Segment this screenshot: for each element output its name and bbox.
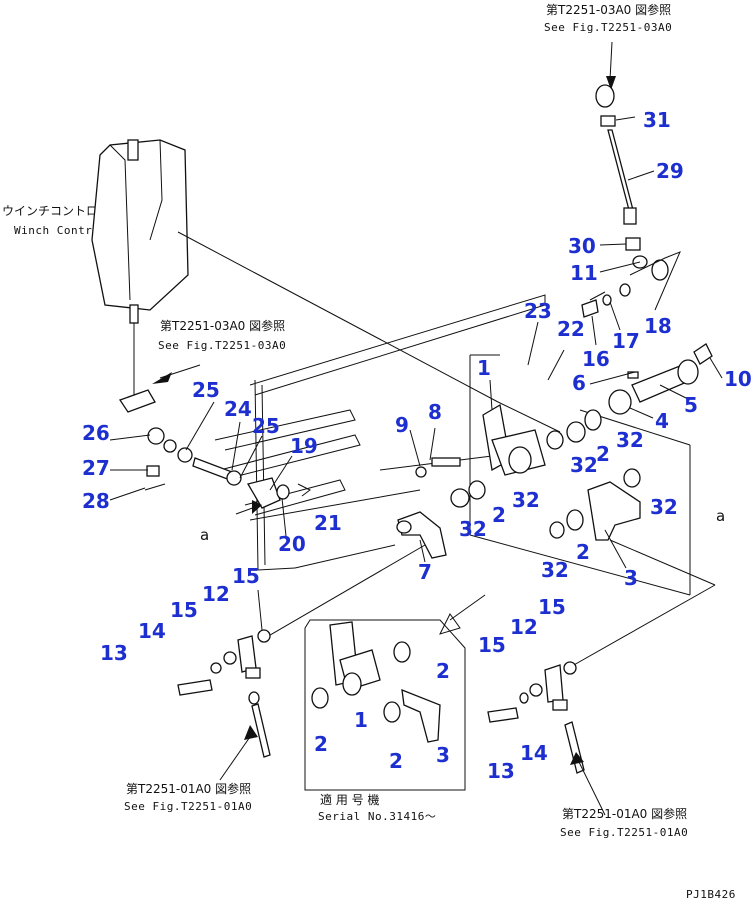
- callout-20: 20: [278, 532, 306, 556]
- callout-27: 27: [82, 456, 110, 480]
- callout-1a: 1: [477, 356, 491, 380]
- callout-30: 30: [568, 234, 596, 258]
- callout-13a: 13: [100, 641, 128, 665]
- callout-24: 24: [224, 397, 252, 421]
- callouts: 31 29 30 11 18 16 17 23 22 10 6 5 4 1 8 …: [82, 108, 752, 783]
- callout-16: 16: [582, 347, 610, 371]
- rear-shaft-assembly: [608, 343, 713, 415]
- serial-variant-inset: [304, 594, 486, 791]
- lower-right-linkage: [487, 661, 606, 816]
- callout-5: 5: [684, 393, 698, 417]
- winch-control-box: [91, 139, 189, 395]
- callout-6: 6: [572, 371, 586, 395]
- callout-3a: 3: [624, 566, 638, 590]
- callout-29: 29: [656, 159, 684, 183]
- callout-22: 22: [557, 317, 585, 341]
- left-clevis-assembly: [118, 364, 311, 515]
- callout-10: 10: [724, 367, 752, 391]
- callout-7: 7: [418, 560, 432, 584]
- right-bracket: [549, 468, 641, 541]
- callout-13b: 13: [487, 759, 515, 783]
- callout-17: 17: [612, 329, 640, 353]
- ref-bottom-right-en: See Fig.T2251-01A0: [560, 826, 688, 839]
- callout-31: 31: [643, 108, 671, 132]
- callout-15d: 15: [478, 633, 506, 657]
- callout-18: 18: [644, 314, 672, 338]
- callout-12a: 12: [202, 582, 230, 606]
- callout-14a: 14: [138, 619, 166, 643]
- ref-bottom-left-jp: 第T2251-01A0 図参照: [126, 781, 251, 796]
- marker-a-left: a: [200, 526, 209, 544]
- callout-12b: 12: [510, 615, 538, 639]
- callout-19: 19: [290, 434, 318, 458]
- serial-jp: 適 用 号 機: [320, 792, 379, 807]
- ref-top-en: See Fig.T2251-03A0: [544, 21, 672, 34]
- callout-2a: 2: [596, 442, 610, 466]
- callout-15c: 15: [538, 595, 566, 619]
- callout-26: 26: [82, 421, 110, 445]
- callout-leaders: [109, 116, 723, 631]
- callout-15b: 15: [170, 598, 198, 622]
- callout-32b: 32: [570, 453, 598, 477]
- callout-3b: 3: [436, 743, 450, 767]
- main-bracket: [415, 403, 602, 508]
- callout-32a: 32: [616, 428, 644, 452]
- callout-23: 23: [524, 299, 552, 323]
- callout-32c: 32: [512, 488, 540, 512]
- drawing-id: PJ1B426: [686, 888, 736, 901]
- callout-8: 8: [428, 400, 442, 424]
- ref-bottom-left-en: See Fig.T2251-01A0: [124, 800, 252, 813]
- callout-14b: 14: [520, 741, 548, 765]
- callout-2b: 2: [492, 503, 506, 527]
- callout-28: 28: [82, 489, 110, 513]
- callout-15a: 15: [232, 564, 260, 588]
- callout-2f: 2: [389, 749, 403, 773]
- small-bracket: [396, 511, 447, 559]
- marker-a-right: a: [716, 507, 725, 525]
- callout-25b: 25: [252, 414, 280, 438]
- callout-32d: 32: [459, 517, 487, 541]
- callout-32f: 32: [541, 558, 569, 582]
- callout-11: 11: [570, 261, 598, 285]
- ref-left-jp: 第T2251-03A0 図参照: [160, 318, 285, 333]
- ref-left-en: See Fig.T2251-03A0: [158, 339, 286, 352]
- callout-21: 21: [314, 511, 342, 535]
- ref-top-jp: 第T2251-03A0 図参照: [546, 2, 671, 17]
- serial-en: Serial No.31416～: [318, 810, 436, 823]
- callout-1b: 1: [354, 708, 368, 732]
- ref-bottom-right-jp: 第T2251-01A0 図参照: [562, 806, 687, 821]
- top-rod-assembly: [581, 41, 681, 318]
- callout-2e: 2: [314, 732, 328, 756]
- lower-left-linkage: [177, 629, 271, 781]
- callout-2d: 2: [436, 659, 450, 683]
- callout-4: 4: [655, 409, 669, 433]
- callout-25a: 25: [192, 378, 220, 402]
- callout-9: 9: [395, 413, 409, 437]
- callout-2c: 2: [576, 540, 590, 564]
- callout-32e: 32: [650, 495, 678, 519]
